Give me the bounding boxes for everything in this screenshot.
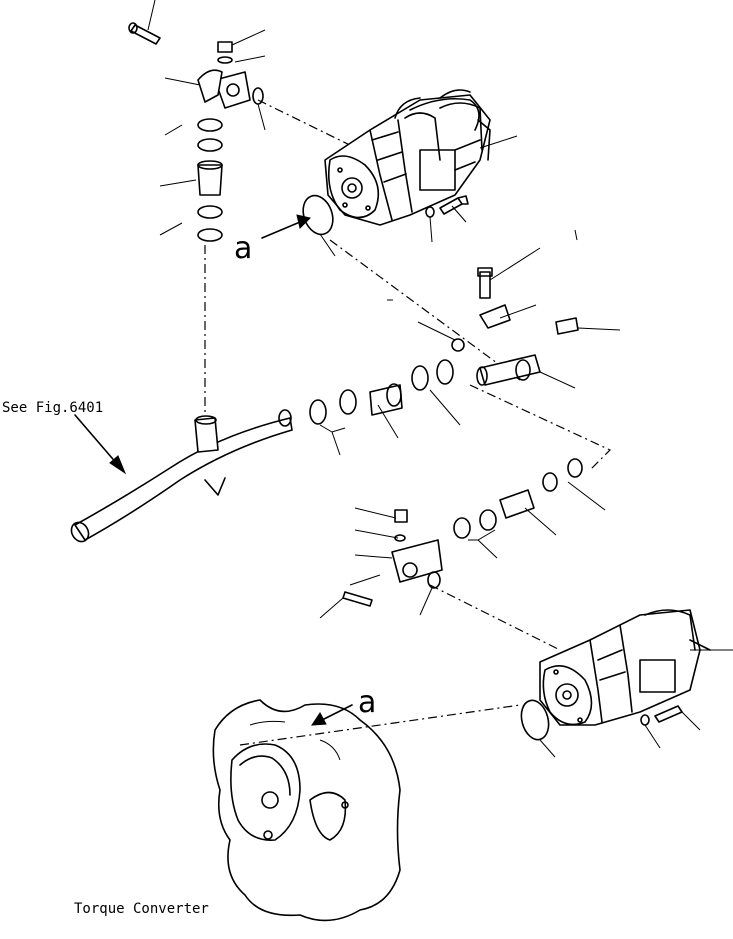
center-lines: [204, 99, 612, 746]
leader-lines: [147, 0, 733, 758]
middle-clamps: [309, 354, 541, 425]
upper-hose-clamps: [197, 118, 223, 242]
ref-a-lower-label: a: [358, 685, 376, 720]
see-fig-arrow: [74, 414, 127, 475]
lower-o-ring: [520, 699, 550, 741]
ref-a-upper-arrow: [261, 214, 311, 239]
upper-hydraulic-pump: [324, 89, 491, 226]
lower-clamps: [453, 458, 583, 539]
ref-a-upper-label: a: [234, 231, 252, 266]
torque-converter-housing: [212, 699, 401, 922]
middle-bolts: [451, 267, 579, 352]
see-fig-label: See Fig.6401: [2, 400, 103, 416]
ref-a-lower-arrow: [311, 704, 353, 726]
upper-bolt: [128, 22, 161, 45]
lower-hydraulic-pump: [539, 609, 711, 726]
main-suction-tube: [70, 409, 293, 543]
upper-elbow-fitting: [197, 41, 264, 109]
lower-elbow-fitting: [342, 509, 443, 607]
torque-converter-label: Torque Converter: [74, 901, 209, 917]
